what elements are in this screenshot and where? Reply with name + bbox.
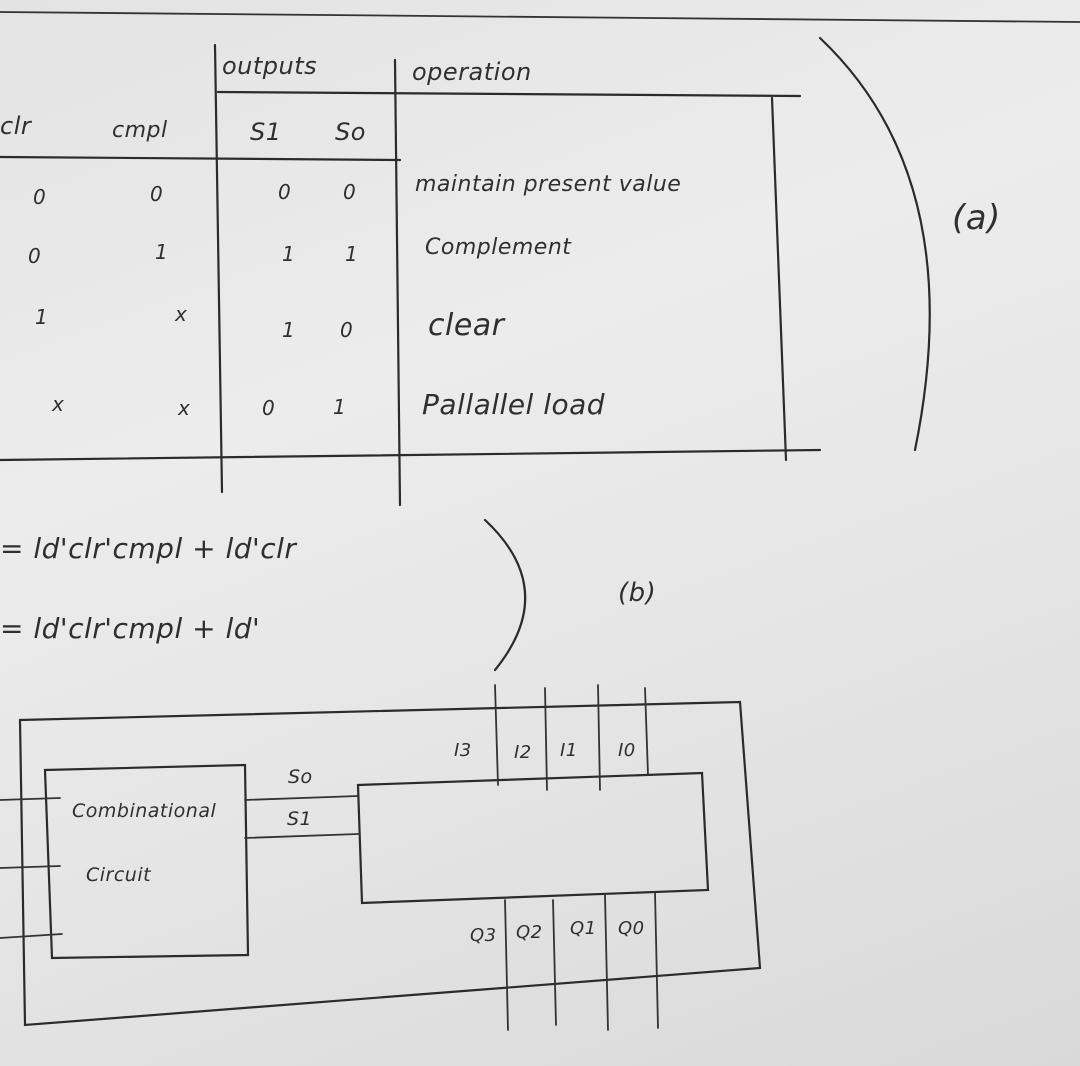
select-label-s1: S1 <box>287 808 313 830</box>
select-label-s0: So <box>288 766 313 788</box>
table-vline-2 <box>393 58 402 507</box>
row4-s1: 0 <box>262 396 276 420</box>
output-line-q2 <box>552 899 557 1026</box>
row3-s1: 1 <box>282 318 296 342</box>
register-box <box>356 771 710 905</box>
paper-edge-line <box>0 11 1080 23</box>
table-hline-top <box>216 90 802 98</box>
output-label-q3: Q3 <box>470 925 497 946</box>
row1-s1: 0 <box>278 180 292 204</box>
row3-clr: 1 <box>35 305 49 329</box>
output-line-q0 <box>654 891 659 1029</box>
output-label-q0: Q0 <box>618 918 645 939</box>
combinational-label-2: Circuit <box>86 864 152 886</box>
output-label-q2: Q2 <box>516 922 543 943</box>
circuit-outer-frame <box>18 700 762 1027</box>
table-vline-3 <box>770 96 788 462</box>
row4-s0: 1 <box>333 395 347 419</box>
input-line-i2 <box>544 687 548 791</box>
output-label-q1: Q1 <box>570 918 597 939</box>
header-outputs: outputs <box>222 52 318 80</box>
bracket-b <box>483 518 527 672</box>
row1-clr: 0 <box>33 185 47 209</box>
row2-cmpl: 1 <box>155 240 169 264</box>
comb-input-3 <box>0 933 63 939</box>
header-s1: S1 <box>250 118 282 146</box>
equation-line-2: = ld'clr'cmpl + ld' <box>0 612 261 645</box>
row2-s0: 1 <box>345 242 359 266</box>
output-line-q1 <box>604 894 609 1031</box>
row4-cmpl: x <box>178 396 191 420</box>
part-label-a: (a) <box>952 198 1001 238</box>
row1-s0: 0 <box>343 180 357 204</box>
input-line-i1 <box>597 684 601 791</box>
row2-clr: 0 <box>28 244 42 268</box>
header-clr: clr <box>0 112 32 140</box>
row3-s0: 0 <box>340 318 354 342</box>
input-label-i0: I0 <box>618 740 636 761</box>
comb-input-1 <box>0 797 61 801</box>
table-hline-header <box>0 155 402 162</box>
header-cmpl: cmpl <box>112 118 168 143</box>
row4-clr: x <box>52 392 65 416</box>
combinational-box <box>43 763 250 960</box>
row3-operation: clear <box>428 308 505 343</box>
row4-operation: Pallallel load <box>422 388 606 421</box>
header-s0: So <box>335 118 366 146</box>
table-vline-1 <box>213 43 224 494</box>
row1-operation: maintain present value <box>415 172 682 197</box>
comb-input-2 <box>0 865 61 869</box>
row2-s1: 1 <box>282 242 296 266</box>
row3-cmpl: x <box>175 302 188 326</box>
input-line-i3 <box>494 684 499 786</box>
input-label-i1: I1 <box>560 740 578 761</box>
input-label-i3: I3 <box>454 740 472 761</box>
row1-cmpl: 0 <box>150 182 164 206</box>
input-line-i0 <box>644 687 649 776</box>
select-line-s1 <box>244 833 359 839</box>
equation-line-1: = ld'clr'cmpl + ld'clr <box>0 532 297 565</box>
output-line-q3 <box>504 899 509 1031</box>
header-operation: operation <box>412 58 532 86</box>
combinational-label-1: Combinational <box>72 800 217 822</box>
row2-operation: Complement <box>425 235 572 260</box>
part-label-b: (b) <box>618 578 657 608</box>
table-hline-bottom <box>0 448 822 462</box>
input-label-i2: I2 <box>514 742 532 763</box>
bracket-a <box>818 36 931 452</box>
select-line-s0 <box>244 795 359 801</box>
